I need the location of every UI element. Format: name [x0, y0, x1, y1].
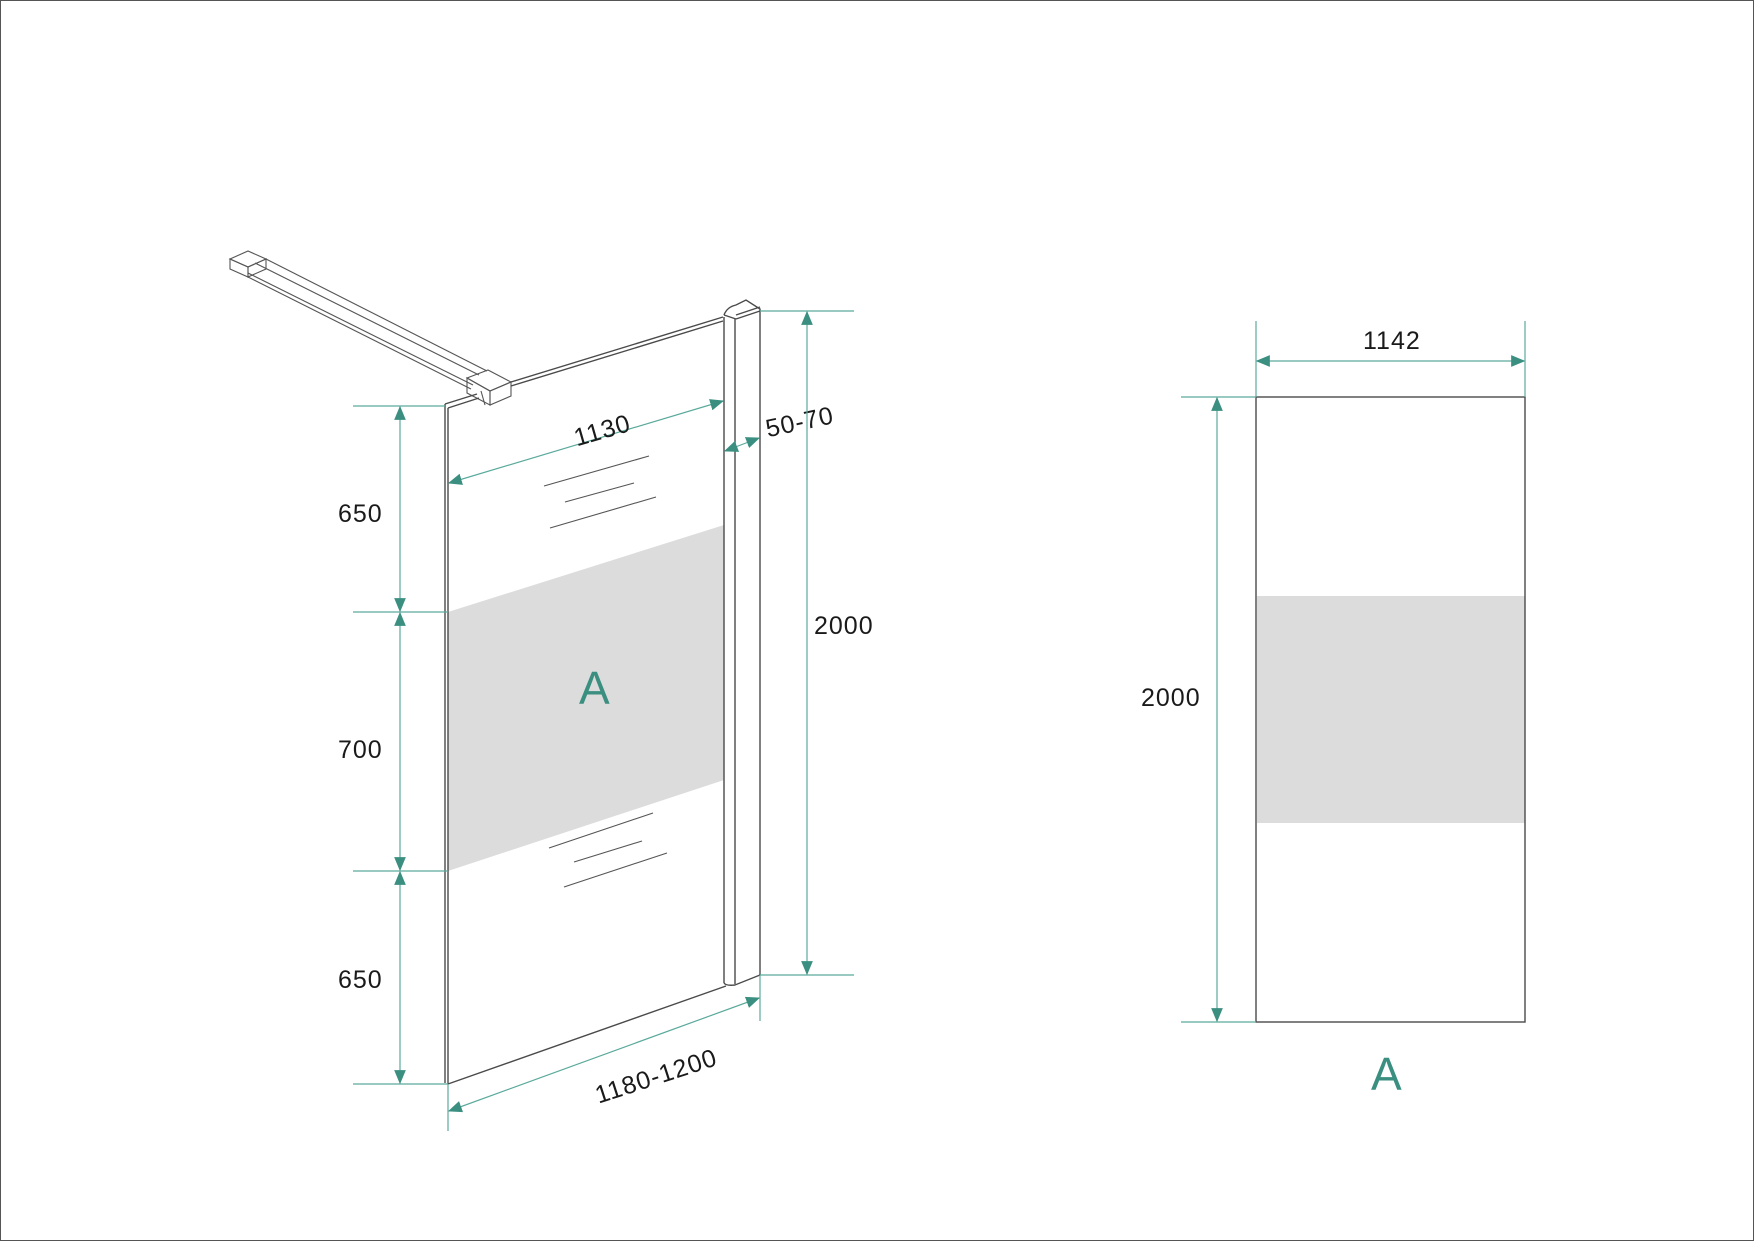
dim-bottom-segment: 650: [338, 966, 383, 994]
frosted-band: [448, 525, 724, 871]
dim-line-glass-width: [447, 399, 725, 485]
wall-profile: [723, 299, 761, 986]
front-view-caption: A: [1371, 1048, 1402, 1100]
dim-total-height: 2000: [814, 612, 874, 640]
dim-top-segment: 650: [338, 500, 383, 528]
front-panel-outline: [1255, 396, 1526, 1023]
dim-front-height: 2000: [1141, 684, 1201, 712]
dim-profile-adjust: 50-70: [763, 401, 836, 443]
front-view: 1142 2000 A: [1141, 321, 1526, 1100]
frosted-band-label: A: [579, 662, 610, 714]
isometric-view: 650 700 650 1130 50-70 2000 1180-1200 A: [228, 250, 874, 1131]
dim-line-profile-adjust: [723, 437, 761, 452]
dim-glass-width: 1130: [571, 409, 634, 452]
front-frosted-band: [1257, 596, 1525, 823]
left-dimension-chain: [353, 405, 448, 1085]
dim-middle-segment: 700: [338, 736, 383, 764]
dim-line-total-width: [447, 996, 761, 1113]
dim-total-width: 1180-1200: [592, 1044, 721, 1110]
stabilizer-bar-icon: [228, 250, 513, 406]
dim-front-width: 1142: [1363, 327, 1421, 355]
